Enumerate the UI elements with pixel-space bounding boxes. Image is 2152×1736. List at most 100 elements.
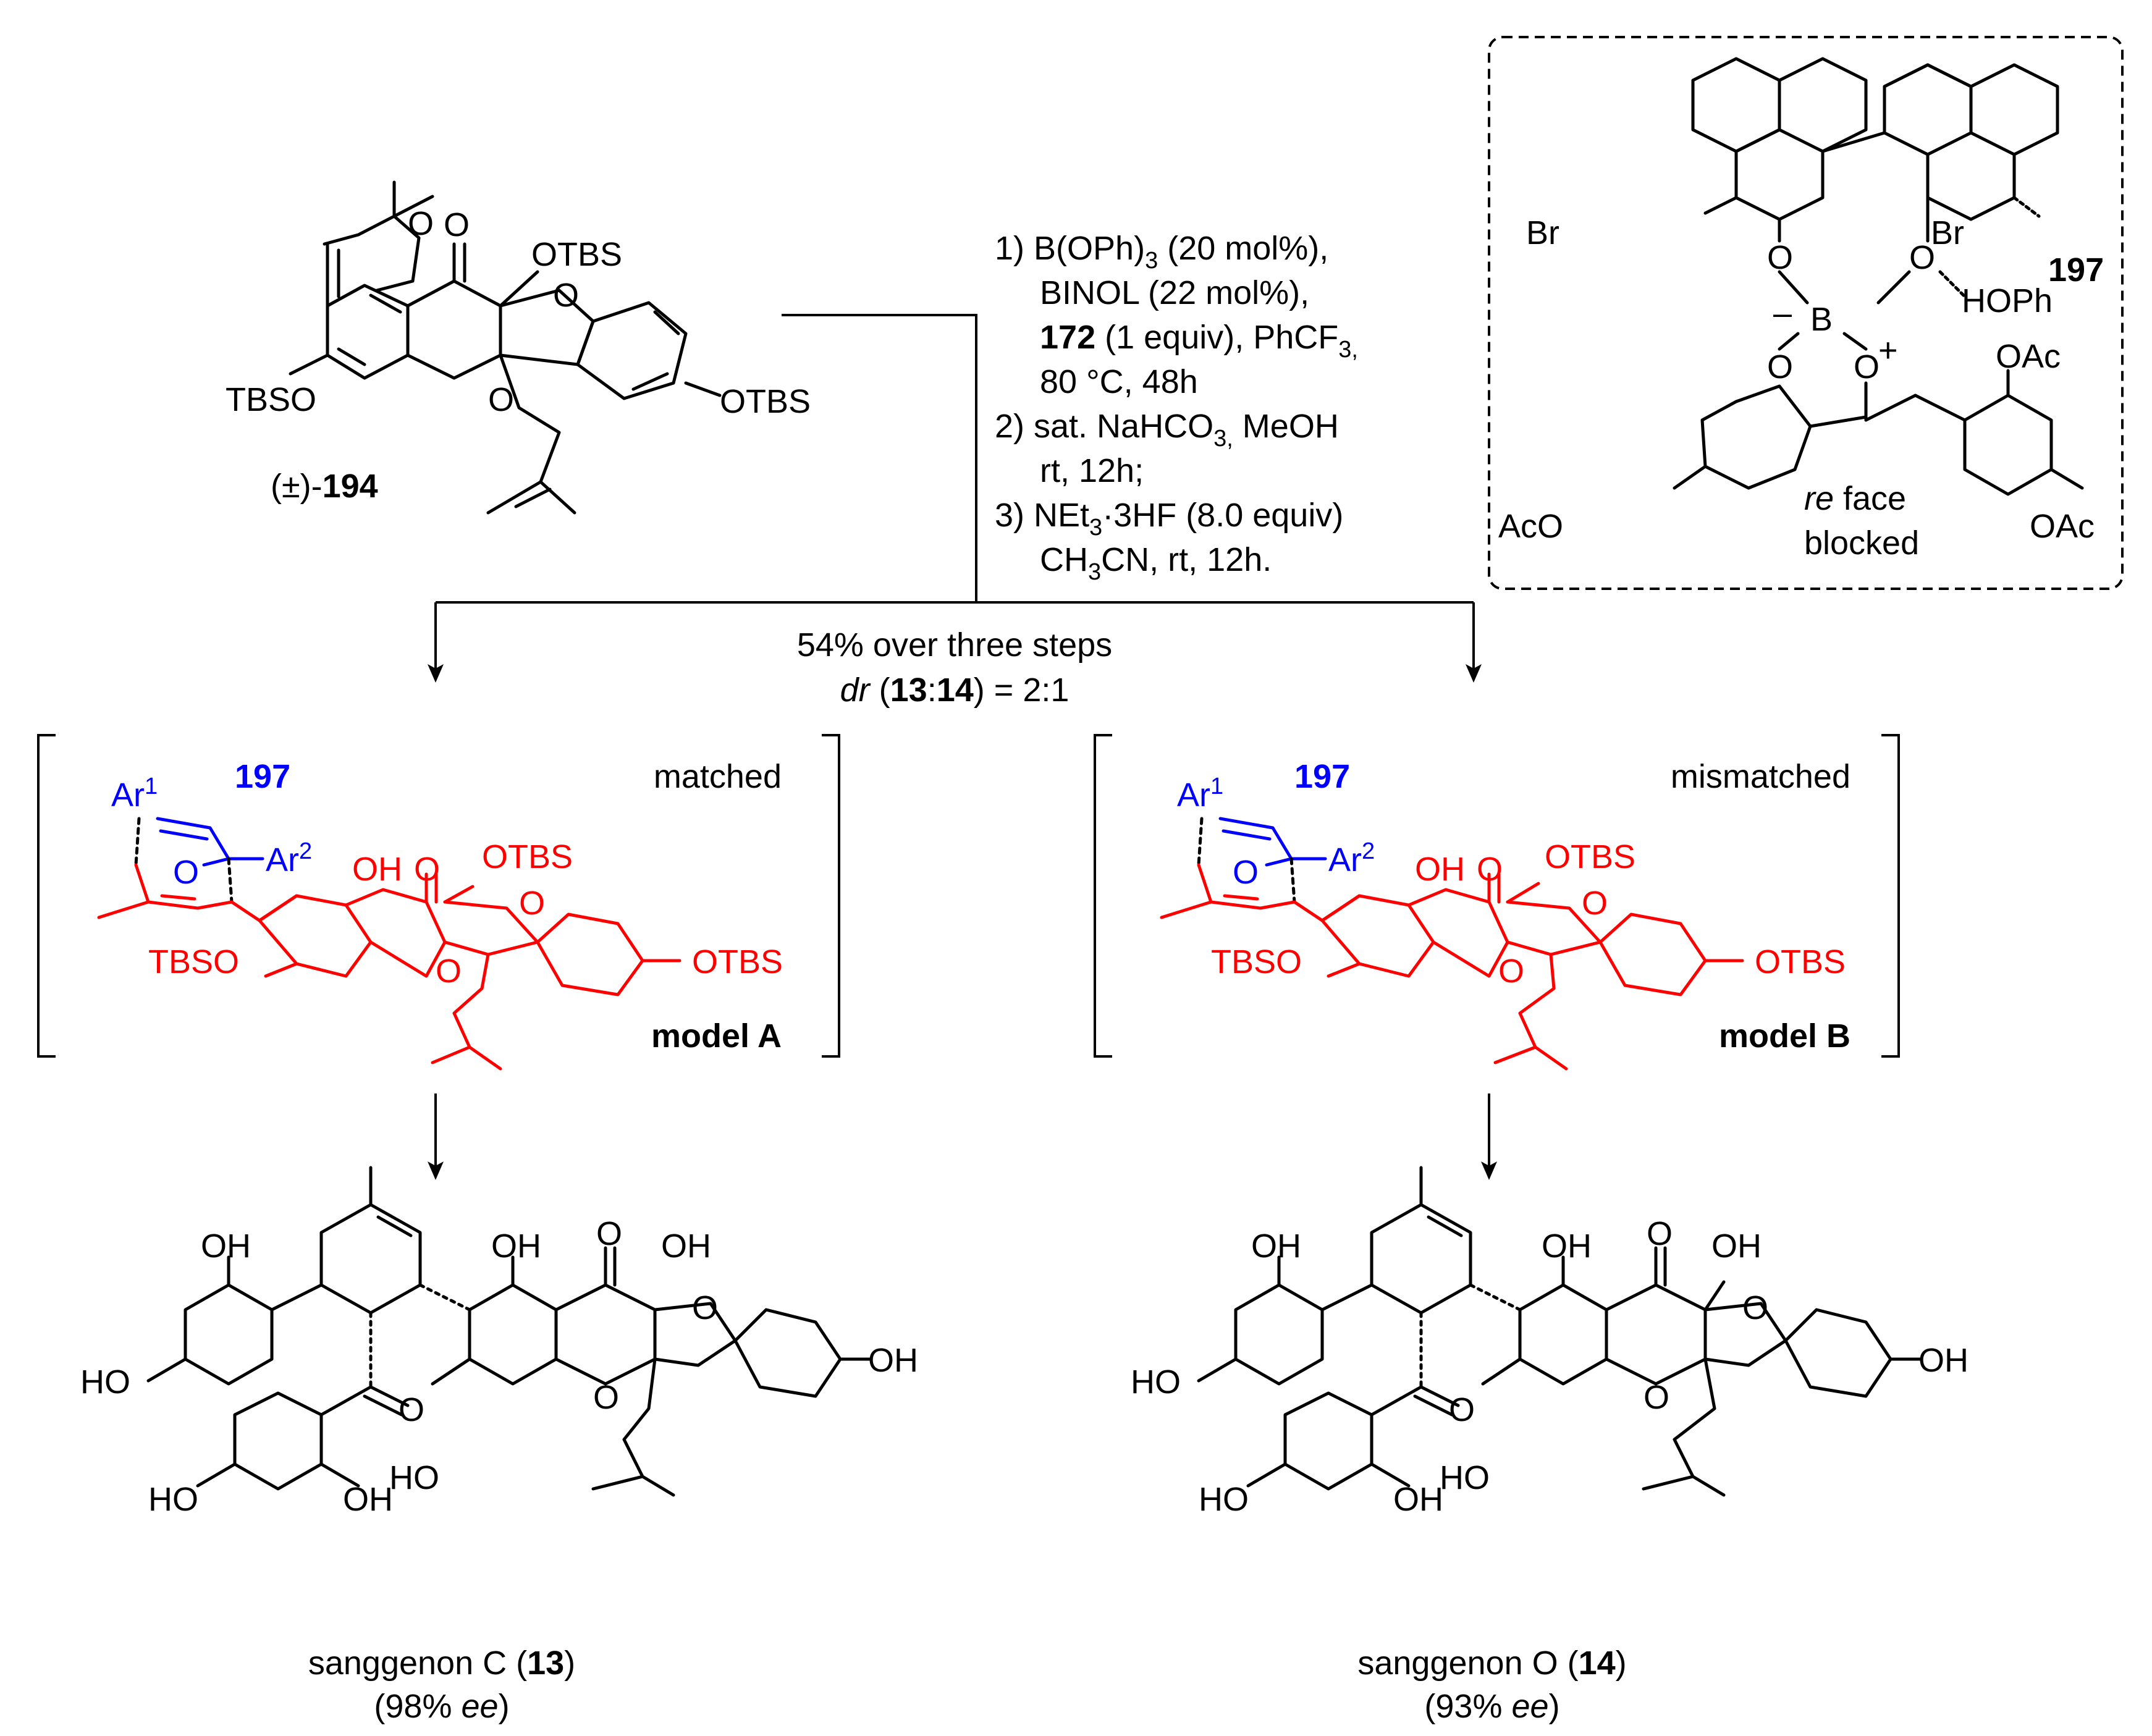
dr-text: dr (13:14) = 2:1 [840, 672, 1070, 709]
c-o-ketone: O [596, 1215, 622, 1252]
cat-number-197: 197 [2048, 251, 2104, 289]
c-number: 13 [527, 1645, 564, 1682]
ar1b-text: Ar [1177, 777, 1210, 814]
cond7-text: 3) NEt [995, 497, 1089, 534]
cat-oac2: OAc [2030, 508, 2095, 545]
ar2-text: Ar [266, 841, 299, 879]
condition-line-8: CH3CN, rt, 12h. [1040, 541, 1272, 585]
cat-hophen: HOPh [1962, 282, 2053, 319]
c-oh1: OH [201, 1228, 251, 1265]
condition-line-5: 2) sat. NaHCO3, MeOH [995, 408, 1339, 452]
cat-note-line2: blocked [1804, 525, 1919, 562]
ar2b-sup: 2 [1362, 838, 1375, 864]
cond3-tail: (1 equiv), PhCF [1095, 319, 1338, 356]
model-a-label: model A [651, 1018, 782, 1055]
cat-o1: O [1767, 239, 1793, 276]
dr-b: 14 [937, 672, 974, 709]
atom-tbso-left: TBSO [226, 381, 316, 418]
model-b-ar2: Ar2 [1328, 838, 1375, 879]
model-a-ar2: Ar2 [266, 838, 312, 879]
bracket-right-a [822, 734, 840, 1058]
o-number: 14 [1579, 1645, 1616, 1682]
dr-colon: : [927, 672, 937, 709]
product-c-ee: (98% ee) [374, 1688, 509, 1725]
atom-o-ring2: O [553, 277, 579, 314]
cond7-sub: 3 [1089, 515, 1102, 541]
model-b-status: mismatched [1671, 758, 1850, 795]
o-close: ) [1616, 1645, 1627, 1682]
model-a-oh: OH [352, 851, 402, 888]
cat-note-italic: re [1804, 480, 1834, 517]
c-oh3: OH [661, 1228, 711, 1265]
model-b-o-ring2: O [1582, 885, 1608, 922]
c-oh4: OH [868, 1342, 918, 1379]
model-b-o-ketone: O [1477, 851, 1503, 888]
model-a-otbs-right: OTBS [692, 943, 783, 980]
product-sanggenon-o: OH HO OH O OH O O O HO OH HO OH sanggeno… [1131, 1166, 1968, 1725]
cat-br1: Br [1526, 214, 1559, 251]
o-o-ring2: O [1742, 1289, 1768, 1326]
model-a: 197 matched Ar1 Ar2 O OH O OTBS TBSO O O [37, 734, 840, 1071]
atom-o-ring3: O [488, 381, 514, 418]
atom-otbs-top: OTBS [531, 236, 622, 273]
cond7-tail: ·3HF (8.0 equiv) [1102, 497, 1343, 534]
cond1-sub: 3 [1145, 248, 1158, 274]
cat-note-rest: face [1834, 480, 1906, 517]
dr-close: ) = 2:1 [974, 672, 1070, 709]
cat-oac1: OAc [1996, 338, 2061, 375]
ar2b-text: Ar [1328, 841, 1362, 879]
ar1-text: Ar [111, 777, 145, 814]
atom-o-ketone: O [444, 206, 470, 243]
model-a-o-ketone: O [414, 851, 440, 888]
cat-note-line1: re face [1804, 480, 1906, 517]
dr-open: ( [870, 672, 890, 709]
model-b: 197 mismatched Ar1 Ar2 O OH O OTBS TBSO … [1094, 734, 1900, 1071]
bracket-left-a [37, 734, 56, 1058]
arrow-head-left [428, 664, 444, 683]
c-o-ring: O [593, 1379, 619, 1416]
o-name-text: sanggenon O ( [1357, 1645, 1578, 1682]
model-b-catalyst: 197 [1294, 758, 1350, 795]
arrow-head-down-right [1481, 1161, 1497, 1180]
product-c-name: sanggenon C (13) [308, 1645, 575, 1682]
starting-material-194: O O OTBS O O TBSO OTBS (±)-194 [226, 180, 811, 515]
cond8-a: CH [1040, 541, 1088, 578]
c-oh2: OH [491, 1228, 541, 1265]
condition-line-3: 172 (1 equiv), PhCF3, [1040, 319, 1358, 363]
bracket-left-b [1094, 734, 1112, 1058]
model-a-catalyst: 197 [235, 758, 290, 795]
product-o-name: sanggenon O (14) [1357, 1645, 1626, 1682]
c-o-ring2: O [692, 1289, 718, 1326]
c-o-carb: O [399, 1391, 424, 1428]
cond8-sub: 3 [1088, 559, 1101, 585]
compound-label-194: (±)-194 [271, 468, 378, 505]
cat-br2: Br [1931, 214, 1964, 251]
condition-line-7: 3) NEt3·3HF (8.0 equiv) [995, 497, 1343, 541]
dr-italic: dr [840, 672, 871, 709]
ar2-sup: 2 [299, 838, 312, 864]
product-sanggenon-c: OH HO OH O OH O O O HO OH HO OH sanggeno… [80, 1166, 918, 1725]
cat-o4: O [1854, 348, 1880, 386]
model-b-otbs-right: OTBS [1755, 943, 1846, 980]
model-a-status: matched [654, 758, 782, 795]
o-oh2: OH [1542, 1228, 1592, 1265]
o-o-ring: O [1644, 1379, 1669, 1416]
cat-o2: O [1909, 239, 1935, 276]
o-oh1: OH [1251, 1228, 1301, 1265]
o-ho2: HO [1440, 1459, 1490, 1496]
c-oh5: OH [343, 1481, 393, 1518]
condition-line-1: 1) B(OPh)3 (20 mol%), [995, 230, 1328, 274]
dr-a: 13 [890, 672, 927, 709]
o-oh4: OH [1918, 1342, 1968, 1379]
c-ho2: HO [389, 1459, 439, 1496]
model-a-o-ring2: O [519, 885, 545, 922]
o-oh5: OH [1393, 1481, 1443, 1518]
condition-line-2: BINOL (22 mol%), [1040, 274, 1309, 311]
ar1b-sup: 1 [1210, 773, 1223, 799]
cat-aco: AcO [1498, 508, 1563, 545]
bracket-right-b [1881, 734, 1900, 1058]
model-b-oh: OH [1415, 851, 1465, 888]
o-ho3: HO [1199, 1481, 1249, 1518]
model-b-o-carbonyl: O [1233, 854, 1259, 891]
